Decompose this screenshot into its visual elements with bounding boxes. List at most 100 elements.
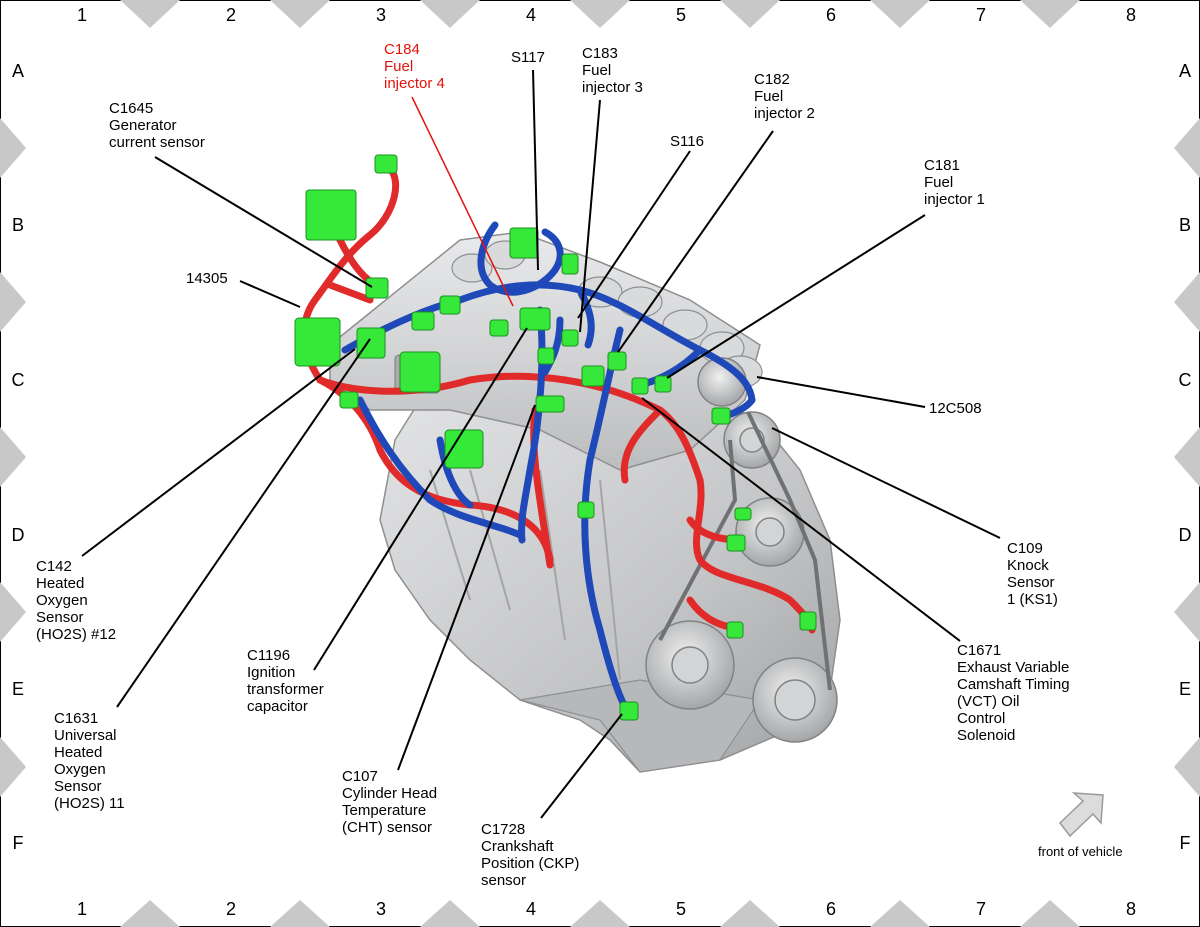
- grid-row-labels-left: A B C D E F: [12, 61, 25, 853]
- callout-s116: S116: [670, 133, 704, 150]
- callout-line: Sensor: [1007, 574, 1055, 591]
- grid-col-label: 2: [226, 899, 236, 919]
- callout-line: Fuel: [384, 58, 413, 75]
- grid-col-label: 7: [976, 5, 986, 25]
- callout-line: C109: [1007, 540, 1043, 557]
- grid-row-label: C: [12, 370, 25, 390]
- arrow-up-right-icon: [1058, 792, 1104, 838]
- grid-col-label: 7: [976, 899, 986, 919]
- grid-col-label: 8: [1126, 5, 1136, 25]
- callout-line: Position (CKP): [481, 855, 579, 872]
- grid-row-label: B: [1179, 215, 1191, 235]
- callout-line: Fuel: [754, 88, 783, 105]
- callout-line: current sensor: [109, 134, 205, 151]
- callout-c1645-generator-current-sensor: C1645 Generator current sensor: [109, 100, 205, 151]
- callout-line: Heated: [54, 744, 102, 761]
- grid-col-label: 3: [376, 5, 386, 25]
- callout-line: Camshaft Timing: [957, 676, 1070, 693]
- grid-column-labels-top: 1 2 3 4 5 6 7 8: [77, 5, 1136, 25]
- callout-line: 14305: [186, 270, 228, 287]
- grid-row-label: B: [12, 215, 24, 235]
- callout-line: Sensor: [54, 778, 102, 795]
- connector: [654, 375, 672, 393]
- callout-line: C184: [384, 41, 420, 58]
- callout-line: (CHT) sensor: [342, 819, 432, 836]
- connector: [561, 329, 579, 347]
- callout-line: sensor: [481, 872, 526, 889]
- connector: [799, 611, 817, 631]
- callout-line: S116: [670, 133, 704, 150]
- grid-row-label: F: [13, 833, 24, 853]
- connector: [411, 311, 435, 331]
- callout-c1196-ignition-transformer-capacitor: C1196 Ignition transformer capacitor: [247, 647, 328, 715]
- callout-c142-heated-oxygen-sensor: C142 Heated Oxygen Sensor (HO2S) #12: [36, 558, 116, 643]
- callout-line: Sensor: [36, 609, 84, 626]
- connector: [399, 351, 441, 393]
- connector: [711, 407, 731, 425]
- callout-line: injector 2: [754, 105, 815, 122]
- grid-row-label: A: [12, 61, 24, 81]
- connector: [339, 391, 359, 409]
- grid-col-label: 8: [1126, 899, 1136, 919]
- grid-col-label: 5: [676, 5, 686, 25]
- grid-col-label: 1: [77, 5, 87, 25]
- callout-line: C142: [36, 558, 72, 575]
- connector: [365, 277, 389, 299]
- callout-line: Solenoid: [957, 727, 1015, 744]
- grid-col-label: 4: [526, 899, 536, 919]
- callout-line: C181: [924, 157, 960, 174]
- callout-line: Fuel: [924, 174, 953, 191]
- callout-c107-cylinder-head-temperature-sensor: C107 Cylinder Head Temperature (CHT) sen…: [342, 768, 441, 836]
- callout-line: C1631: [54, 710, 98, 727]
- callout-c109-knock-sensor: C109 Knock Sensor 1 (KS1): [1007, 540, 1059, 608]
- grid-row-labels-right: A B C D E F: [1179, 61, 1192, 853]
- callout-14305: 14305: [186, 270, 228, 287]
- grid-row-label: D: [1179, 525, 1192, 545]
- connector: [577, 501, 595, 519]
- callout-line: Oxygen: [54, 761, 106, 778]
- callout-line: C182: [754, 71, 790, 88]
- callout-line: capacitor: [247, 698, 308, 715]
- connector: [519, 307, 551, 331]
- connector: [294, 317, 341, 367]
- grid-row-label: A: [1179, 61, 1191, 81]
- callout-c1631-universal-heated-oxygen-sensor: C1631 Universal Heated Oxygen Sensor (HO…: [54, 710, 125, 812]
- grid-col-label: 1: [77, 899, 87, 919]
- callout-line: Cylinder Head: [342, 785, 437, 802]
- callout-12c508: 12C508: [929, 400, 982, 417]
- callout-line: 12C508: [929, 400, 982, 417]
- callout-line: S117: [511, 49, 545, 66]
- callout-line: (HO2S) 11: [54, 795, 125, 812]
- callout-line: Crankshaft: [481, 838, 554, 855]
- callout-line: 1 (KS1): [1007, 591, 1058, 608]
- front-of-vehicle-indicator: front of vehicle: [1038, 792, 1123, 859]
- callout-line: Temperature: [342, 802, 426, 819]
- leader-lines: [81, 69, 1001, 819]
- callout-line: Fuel: [582, 62, 611, 79]
- connector: [561, 253, 579, 275]
- connector-bracket: [305, 189, 357, 241]
- connector: [734, 507, 752, 521]
- callout-line: C183: [582, 45, 618, 62]
- callout-line: injector 4: [384, 75, 445, 92]
- grid-row-label: F: [1180, 833, 1191, 853]
- callout-line: (VCT) Oil: [957, 693, 1020, 710]
- connector: [607, 351, 627, 371]
- connector: [726, 621, 744, 639]
- callout-line: Knock: [1007, 557, 1049, 574]
- callout-c1728-crankshaft-position-sensor: C1728 Crankshaft Position (CKP) sensor: [481, 821, 584, 889]
- grid-col-label: 6: [826, 899, 836, 919]
- grid-row-label: E: [12, 679, 24, 699]
- callout-line: injector 1: [924, 191, 985, 208]
- callout-line: Oxygen: [36, 592, 88, 609]
- connector: [374, 154, 398, 174]
- connector: [535, 395, 565, 413]
- callout-c181-fuel-injector-1: C181 Fuel injector 1: [924, 157, 985, 208]
- grid-col-label: 2: [226, 5, 236, 25]
- callout-line: Ignition: [247, 664, 295, 681]
- connector: [489, 319, 509, 337]
- connector: [439, 295, 461, 315]
- callout-c183-fuel-injector-3: C183 Fuel injector 3: [582, 45, 643, 96]
